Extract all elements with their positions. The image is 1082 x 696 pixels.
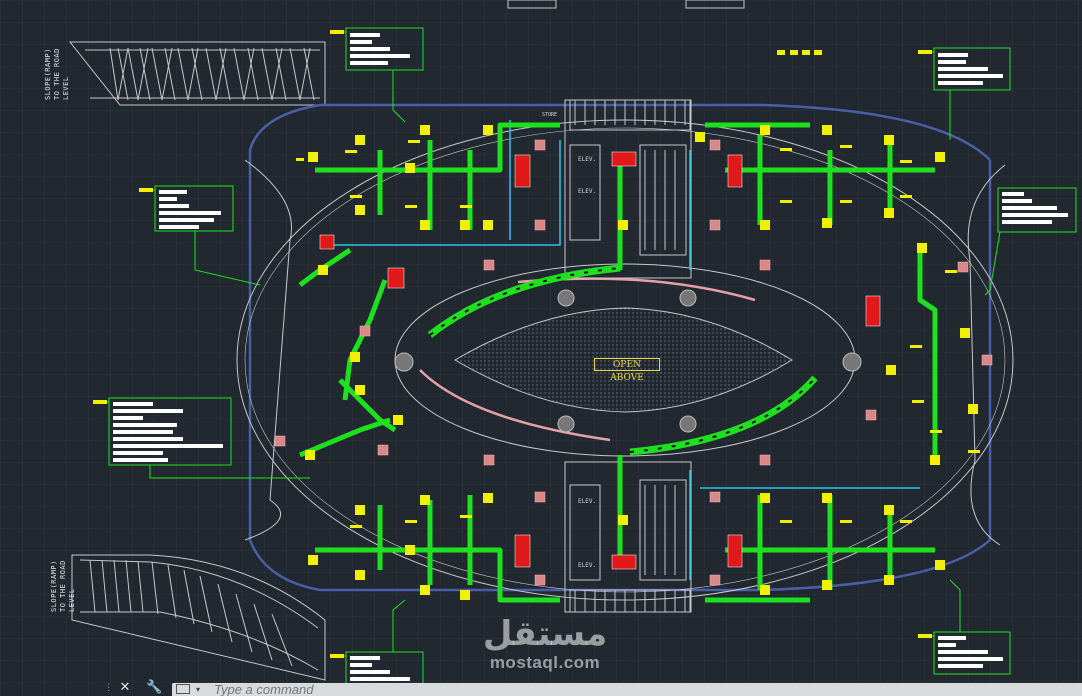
ramp-top-label: SLOPE(RAMP) TO THE ROAD LEVEL xyxy=(44,48,70,100)
watermark-latin: mostaql.com xyxy=(489,653,601,672)
close-icon[interactable]: ✕ xyxy=(119,680,131,695)
command-input-wrapper: ▾ xyxy=(172,683,1082,696)
return-grilles xyxy=(274,139,993,586)
ramp-bottom xyxy=(71,554,326,681)
wrench-icon[interactable]: 🔧 xyxy=(146,680,163,695)
ahu-units xyxy=(319,151,881,570)
chevron-down-icon[interactable]: ▾ xyxy=(196,685,201,694)
command-input[interactable] xyxy=(214,683,614,696)
curved-ducts xyxy=(298,247,818,456)
elev-label-bottom-2: ELEV. xyxy=(578,562,597,569)
atrium xyxy=(394,263,862,457)
cyan-pipes xyxy=(330,120,920,580)
elev-label-top-2: ELEV. xyxy=(578,188,597,195)
ramp-top xyxy=(68,41,326,106)
ramp-bottom-label: SLOPE(RAMP) TO THE ROAD LEVEL xyxy=(50,560,76,612)
yellow-tags xyxy=(296,140,980,528)
annotation-leaders xyxy=(93,30,932,658)
diffusers xyxy=(305,50,978,600)
watermark: مستقل mostaql.com xyxy=(470,615,620,673)
store-label: STORE xyxy=(542,112,558,118)
service-cores xyxy=(507,0,745,613)
elev-label-bottom-1: ELEV. xyxy=(578,498,597,505)
elev-label-top-1: ELEV. xyxy=(578,156,597,163)
grip-handle-icon[interactable]: ⋮ xyxy=(104,683,113,693)
watermark-arabic: مستقل xyxy=(482,614,608,654)
command-line-bar: ⋮ ✕ 🔧 ▾ xyxy=(100,680,1082,696)
open-above-label: OPEN ABOVE xyxy=(594,358,660,383)
command-prompt-icon[interactable] xyxy=(176,684,190,694)
